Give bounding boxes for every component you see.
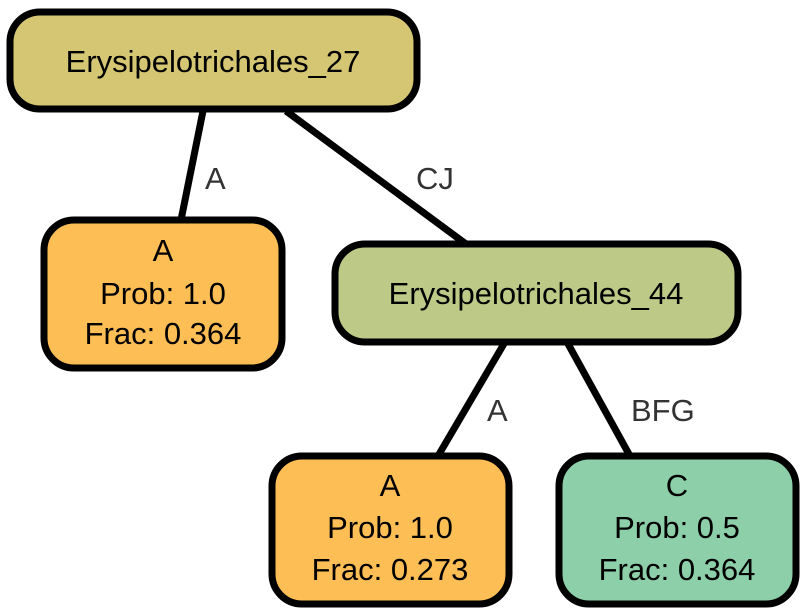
node-root: Erysipelotrichales_27 xyxy=(6,8,421,113)
edge-label-internal-leaf2: A xyxy=(487,393,508,428)
node-leaf2-prob: Prob: 1.0 xyxy=(327,510,453,545)
edges: A CJ A BFG xyxy=(177,108,695,458)
node-leaf3-name: C xyxy=(666,468,688,503)
edge-label-root-internal: CJ xyxy=(416,161,454,196)
node-leaf1: A Prob: 1.0 Frac: 0.364 xyxy=(40,216,286,372)
node-root-label: Erysipelotrichales_27 xyxy=(66,44,361,79)
node-leaf1-name: A xyxy=(153,233,174,268)
node-internal: Erysipelotrichales_44 xyxy=(331,240,742,346)
edge-internal-to-leaf2 xyxy=(434,340,509,458)
node-leaf1-prob: Prob: 1.0 xyxy=(100,276,226,311)
node-leaf2-name: A xyxy=(380,468,401,503)
node-leaf1-box xyxy=(40,216,286,372)
node-internal-label: Erysipelotrichales_44 xyxy=(389,276,684,311)
node-leaf2-box xyxy=(268,452,513,608)
edge-internal-to-leaf3 xyxy=(563,340,634,458)
node-leaf3: C Prob: 0.5 Frac: 0.364 xyxy=(555,452,800,608)
node-leaf3-box xyxy=(555,452,800,608)
edge-root-to-internal xyxy=(283,108,469,247)
node-internal-box xyxy=(331,240,742,346)
node-leaf3-frac: Frac: 0.364 xyxy=(599,552,756,587)
node-leaf3-prob: Prob: 0.5 xyxy=(614,510,740,545)
node-leaf1-frac: Frac: 0.364 xyxy=(85,316,242,351)
edge-label-internal-leaf3: BFG xyxy=(631,393,695,428)
node-root-box xyxy=(6,8,421,113)
edge-label-root-leaf1: A xyxy=(205,161,226,196)
edge-root-to-leaf1 xyxy=(177,110,207,221)
node-leaf2-frac: Frac: 0.273 xyxy=(312,552,469,587)
node-leaf2: A Prob: 1.0 Frac: 0.273 xyxy=(268,452,513,608)
